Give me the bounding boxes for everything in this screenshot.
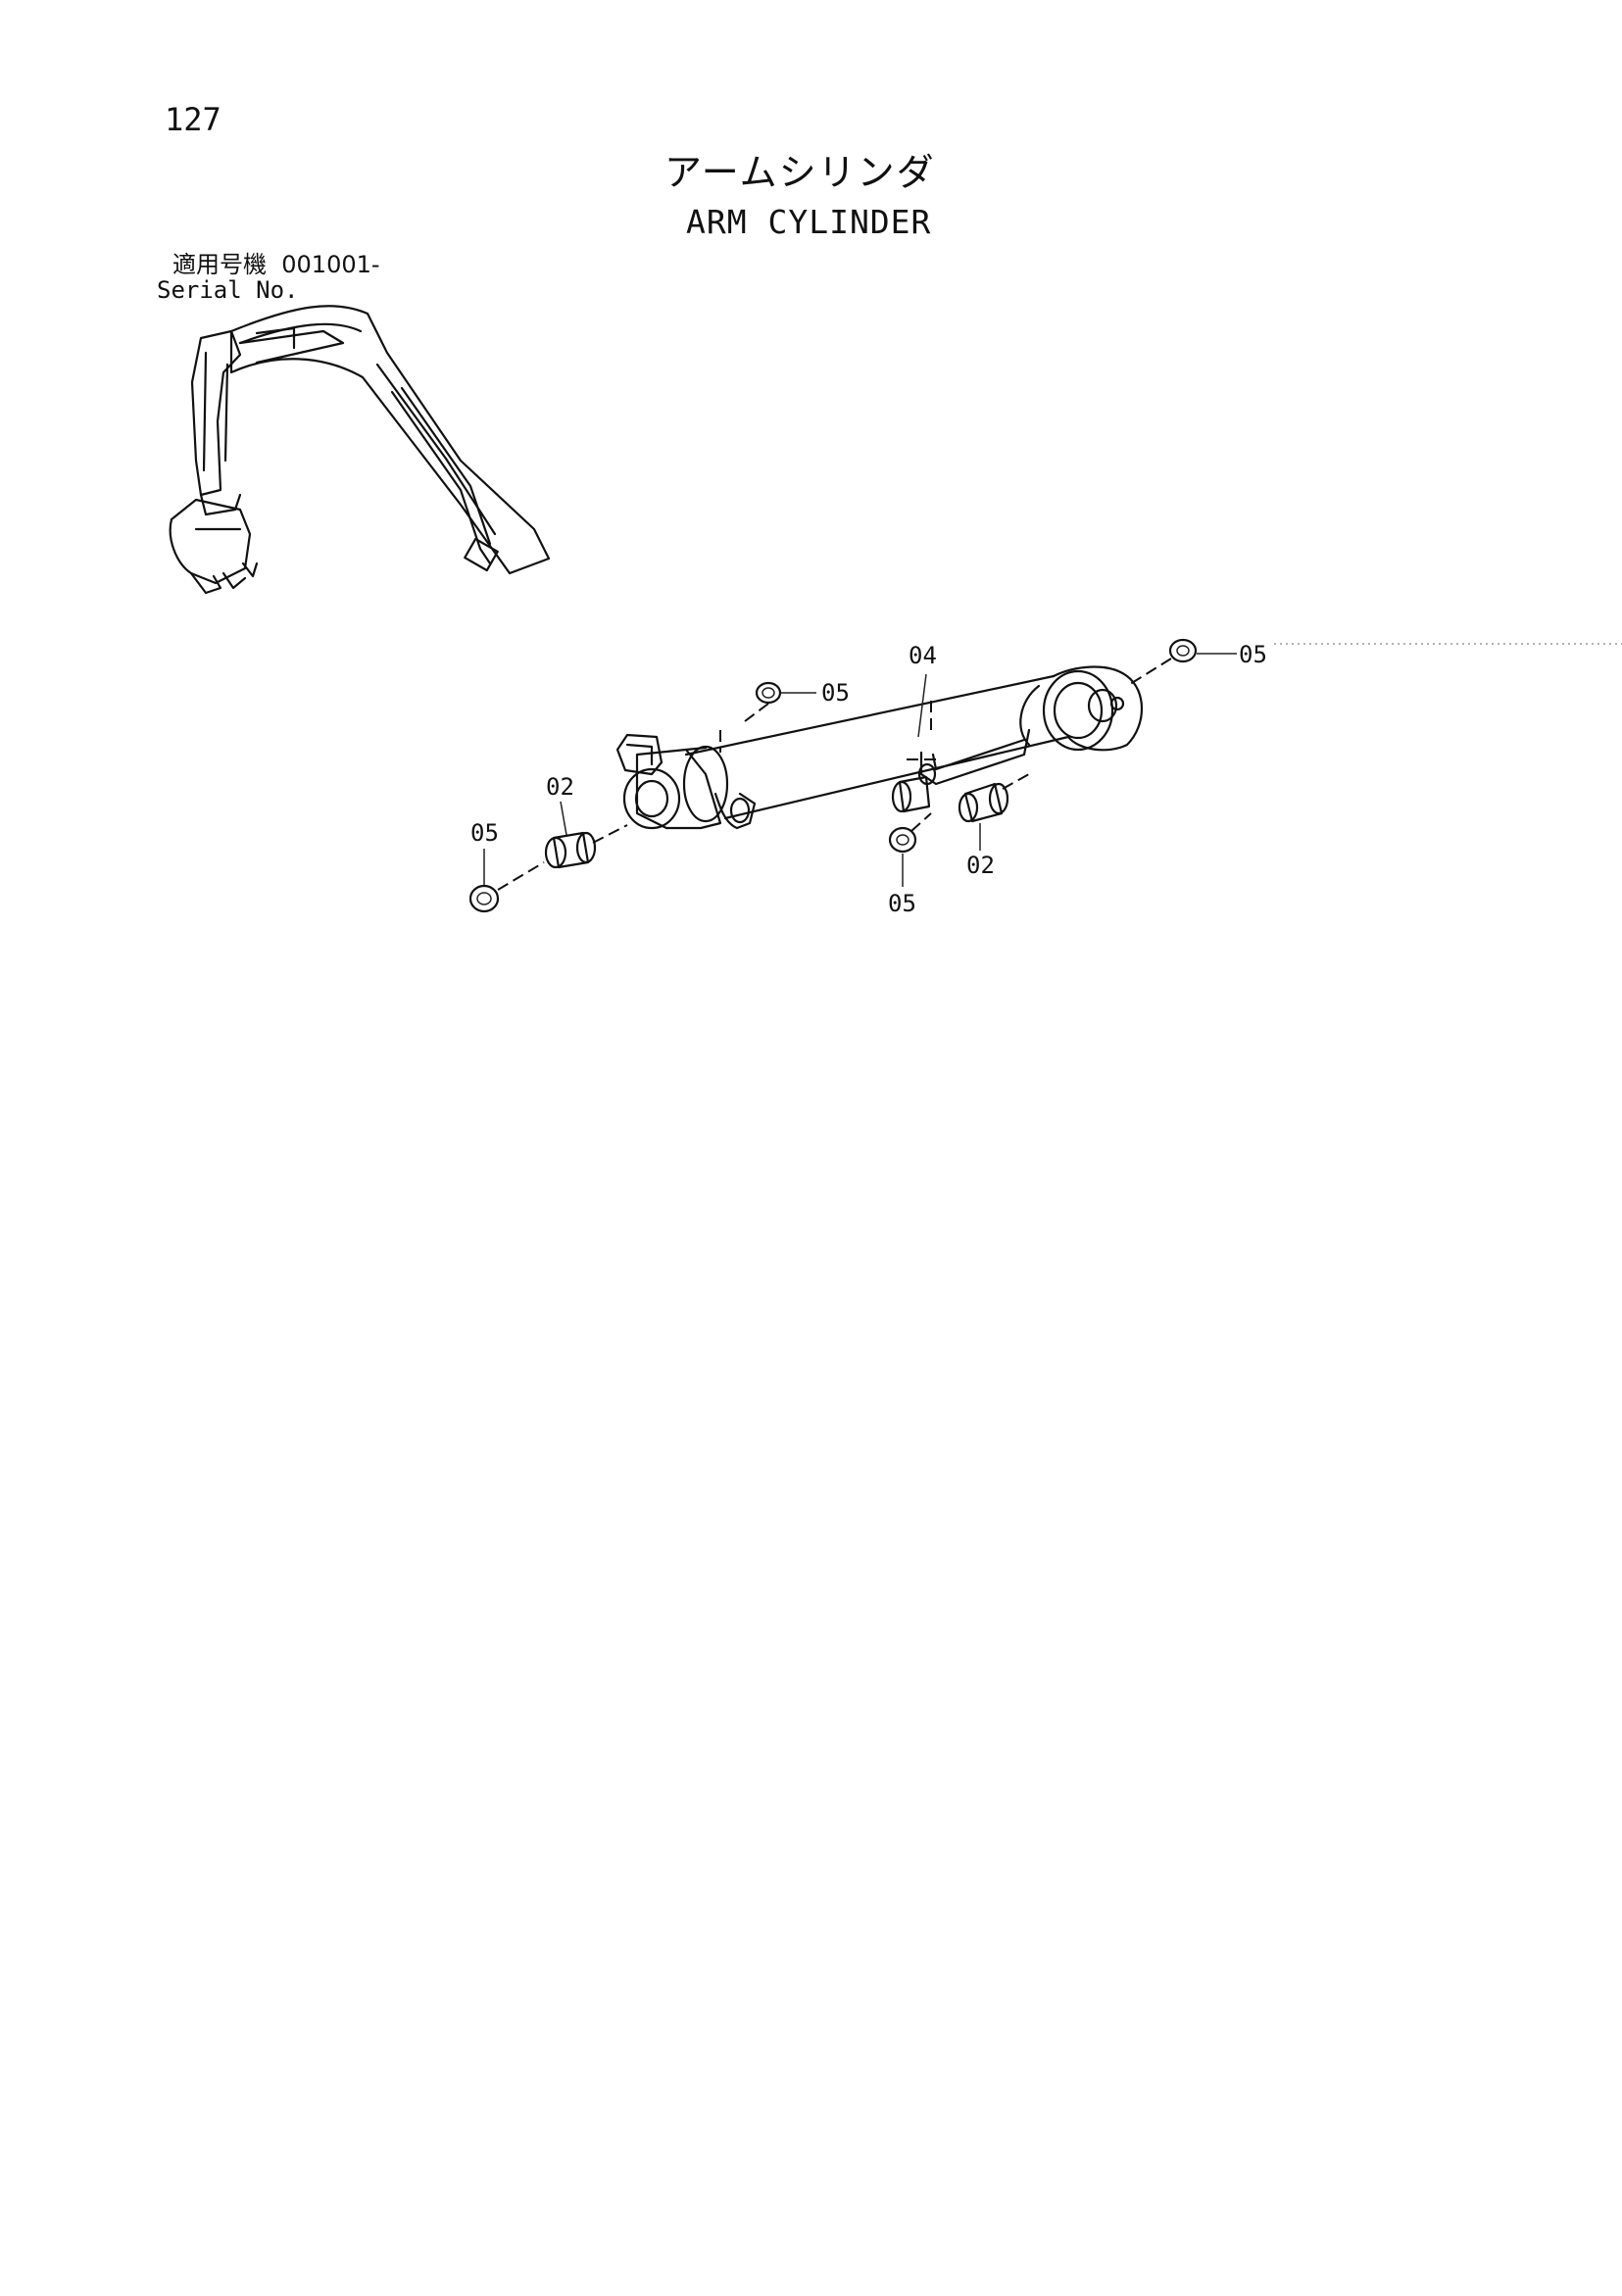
serial-label-japanese: 適用号機 001001-: [172, 253, 380, 276]
callout-05-left: 05: [470, 819, 499, 847]
callout-leaders: [483, 643, 1622, 887]
page-number: 127: [165, 101, 221, 138]
serial-number-value: 001001-: [281, 251, 380, 278]
bushing-middle: [891, 775, 931, 813]
serial-label-english: Serial No.: [157, 276, 299, 304]
title-japanese: アームシリンダ: [664, 151, 936, 194]
seal-05-top-mid: [744, 681, 782, 722]
serial-label-jp-text: 適用号機: [172, 251, 267, 278]
callout-02-right: 02: [966, 852, 995, 879]
bushing-02-left: [544, 824, 628, 869]
callout-05-top-mid: 05: [821, 679, 850, 707]
title-english: ARM CYLINDER: [686, 203, 932, 241]
callout-05-top-right: 05: [1239, 641, 1267, 668]
callout-02-left: 02: [546, 773, 574, 801]
excavator-arm-thumbnail: [169, 305, 551, 595]
seal-05-top-right: [1126, 638, 1198, 687]
arm-cylinder-assembly: [615, 665, 1144, 830]
bushing-02-right: [958, 773, 1030, 823]
callout-05-bottom: 05: [888, 890, 916, 917]
seal-05-bottom: [888, 812, 932, 854]
callout-04: 04: [909, 642, 937, 669]
seal-05-left: [468, 861, 545, 913]
